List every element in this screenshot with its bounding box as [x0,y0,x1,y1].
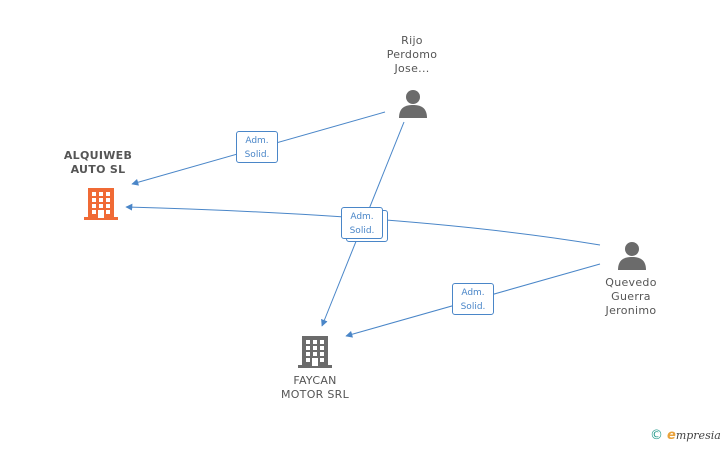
person-icon[interactable] [398,88,428,118]
edge-role-line: Adm. [350,212,374,222]
edge-label-rijo-alquiweb[interactable]: Adm. Solid. [236,131,278,163]
edge-role-line: Solid. [460,302,486,312]
brand-name: mpresia [675,429,721,442]
company-name-line: FAYCAN [293,374,337,387]
building-icon[interactable] [298,334,332,368]
edge-role-line: Solid. [244,150,270,160]
edge-role-line: Adm. [245,136,269,146]
company-name-line: MOTOR SRL [280,388,350,401]
person-name-line: Rijo [401,34,423,47]
person-name-line: Jose... [394,62,430,75]
person-label-quevedo[interactable]: Quevedo Guerra Jeronimo [590,276,672,318]
edge-role-line: Adm. [461,288,485,298]
person-name-line: Guerra [611,290,651,303]
company-name-line: ALQUIWEB [63,149,133,162]
edge-role-line: Solid. [349,226,375,236]
edge-label-quevedo-faycan[interactable]: Adm. Solid. [452,283,494,315]
copyright-symbol: © [650,428,663,443]
person-name-line: Quevedo [605,276,657,289]
company-name-line: AUTO SL [70,163,126,176]
company-label-faycan[interactable]: FAYCAN MOTOR SRL [270,374,360,402]
empresia-watermark: © empresia [650,428,721,443]
edge-quevedo-alquiweb [125,203,601,246]
person-label-rijo[interactable]: Rijo Perdomo Jose... [372,34,452,76]
person-icon[interactable] [617,240,647,270]
person-name-line: Perdomo [386,48,438,61]
building-icon[interactable] [84,186,118,220]
brand-initial: e [667,428,676,443]
company-label-alquiweb[interactable]: ALQUIWEB AUTO SL [55,149,141,177]
person-name-line: Jeronimo [605,304,657,317]
edge-label-quevedo-alquiweb[interactable]: Adm. Solid. [341,207,383,239]
